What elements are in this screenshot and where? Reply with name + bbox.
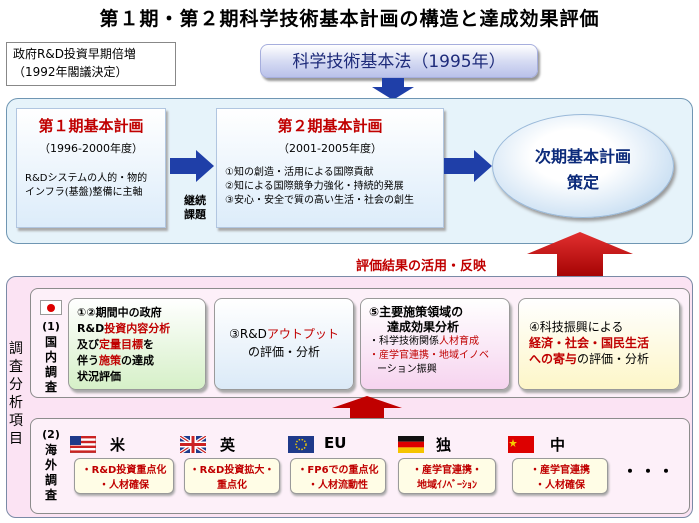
text: アウトプット	[266, 327, 339, 341]
plan1-box: 第１期基本計画 （1996-2000年度） R&Dシステムの人的・物的 インフラ…	[16, 108, 166, 228]
text: 施策	[99, 354, 121, 367]
country-item: ・R&D投資重点化	[81, 465, 167, 476]
country-item: ・FP6での重点化	[297, 465, 379, 476]
next-plan-line: 策定	[566, 173, 599, 192]
box-line: 達成効果分析	[387, 320, 460, 334]
box-line: 及び定量目標を	[77, 337, 197, 353]
text: への寄与	[529, 352, 578, 366]
eu-flag-icon	[288, 436, 314, 453]
up-arrow-icon	[332, 396, 402, 420]
note-box: 政府R&D投資早期倍増 （1992年閣議決定）	[6, 42, 176, 86]
country-box-china: ・産学官連携 ・人材確保	[512, 458, 608, 494]
law-box: 科学技術基本法（1995年）	[260, 44, 538, 78]
plan2-body-line: ③安心・安全で質の高い生活・社会の創生	[225, 195, 414, 206]
germany-flag-icon	[398, 436, 424, 453]
plan2-title: 第２期基本計画	[277, 117, 383, 135]
box-line: の評価・分析	[247, 345, 320, 359]
box-line: 状況評価	[77, 370, 121, 383]
plan2-body-line: ②知による国際競争力強化・持続的発展	[225, 181, 404, 192]
country-box-eu: ・FP6での重点化 ・人材流動性	[290, 458, 386, 494]
country-item: ・人材確保	[535, 480, 585, 491]
next-plan-line: 次期基本計画	[534, 147, 631, 166]
box-line: ①②期間中の政府	[77, 306, 162, 319]
country-name-eu: EU	[324, 434, 347, 452]
box-line: ・科学技術関係人材育成	[369, 335, 501, 349]
country-box-usa: ・R&D投資重点化 ・人材確保	[74, 458, 174, 494]
box-line: ・産学官連携・地域イノベ	[369, 350, 489, 361]
domestic-label: (1) 国内調査	[42, 320, 60, 395]
side-label: 調査分析項目	[9, 341, 23, 447]
country-name-china: 中	[550, 436, 566, 454]
text: ・科学技術関係	[369, 336, 439, 347]
evaluation-label: 評価結果の活用・反映	[356, 259, 487, 274]
country-item: ・産学官連携	[530, 465, 590, 476]
plan1-body-line: R&Dシステムの人的・物的	[25, 173, 148, 184]
plan2-box: 第２期基本計画 （2001-2005年度） ①知の創造・活用による国際貢献 ②知…	[216, 108, 444, 228]
next-plan-text: 次期基本計画 策定	[492, 144, 674, 196]
text: 定量目標	[99, 338, 143, 351]
plan2-body: ①知の創造・活用による国際貢献 ②知による国際競争力強化・持続的発展 ③安心・安…	[217, 166, 443, 208]
uk-flag-icon	[180, 436, 206, 453]
analysis-box-1: ①②期間中の政府 R&D投資内容分析 及び定量目標を 伴う施策の達成 状況評価	[68, 298, 206, 390]
text: 及び	[77, 338, 99, 351]
domestic-text: 国内調査	[44, 335, 57, 394]
country-item: ・産学官連携・	[412, 465, 482, 476]
country-item: ・R&D投資拡大・	[189, 465, 275, 476]
country-item: ・人材流動性	[308, 480, 368, 491]
country-box-germany: ・産学官連携・ 地域ｲﾉﾍﾞｰｼｮﾝ	[398, 458, 496, 494]
country-item: ・人材確保	[99, 480, 149, 491]
text: の達成	[121, 354, 154, 367]
analysis-box-4: ④科技振興による 経済・社会・国民生活 への寄与の評価・分析	[518, 298, 680, 390]
box-line: への寄与の評価・分析	[529, 351, 671, 367]
box-line: ⑤主要施策領域の	[369, 305, 464, 319]
text: 人材育成	[439, 336, 479, 347]
up-arrow-icon	[527, 232, 633, 280]
country-name-usa: 米	[110, 436, 126, 454]
text: の評価・分析	[577, 352, 650, 366]
usa-flag-icon	[70, 436, 96, 453]
analysis-box-3: ⑤主要施策領域の 達成効果分析 ・科学技術関係人材育成 ・産学官連携・地域イノベ…	[360, 298, 510, 390]
text: を	[143, 338, 154, 351]
plan1-title: 第１期基本計画	[38, 117, 144, 135]
plan1-years: （1996-2000年度）	[39, 142, 143, 155]
keizoku-line: 課題	[184, 208, 206, 221]
japan-flag-icon	[40, 300, 62, 315]
text: 投資内容分析	[104, 322, 171, 335]
plan1-body: R&Dシステムの人的・物的 インフラ(基盤)整備に主軸	[17, 172, 165, 200]
more-ellipsis: ・・・	[622, 462, 677, 481]
text: 伴う	[77, 354, 99, 367]
plan2-years: （2001-2005年度）	[278, 142, 382, 155]
china-flag-icon	[508, 436, 534, 453]
keizoku-line: 継続	[184, 194, 206, 207]
plan2-body-line: ①知の創造・活用による国際貢献	[225, 167, 374, 178]
foreign-label: (2) 海外調査	[42, 428, 60, 503]
country-box-uk: ・R&D投資拡大・ 重点化	[184, 458, 280, 494]
box-line: R&D投資内容分析	[77, 321, 197, 337]
country-item: 地域ｲﾉﾍﾞｰｼｮﾝ	[417, 480, 477, 491]
domestic-num: (1)	[42, 320, 60, 333]
right-arrow-icon	[444, 150, 492, 182]
text: ③R&D	[229, 327, 267, 341]
box-line: 経済・社会・国民生活	[529, 336, 650, 350]
country-name-germany: 独	[436, 436, 452, 454]
box-line: ④科技振興による	[529, 320, 624, 334]
note-line2: （1992年閣議決定）	[13, 65, 128, 79]
box-line: ーション振興	[377, 364, 437, 375]
plan1-body-line: インフラ(基盤)整備に主軸	[25, 187, 143, 198]
down-arrow-icon	[372, 78, 414, 100]
country-name-uk: 英	[220, 436, 236, 454]
page-title: 第１期・第２期科学技術基本計画の構造と達成効果評価	[99, 8, 600, 30]
keizoku-label: 継続 課題	[178, 194, 212, 222]
foreign-num: (2)	[42, 428, 60, 441]
analysis-box-2: ③R&Dアウトプット の評価・分析	[214, 298, 354, 390]
right-arrow-icon	[170, 150, 214, 182]
foreign-text: 海外調査	[44, 443, 57, 502]
text: R&D	[77, 322, 105, 335]
country-item: 重点化	[217, 480, 247, 491]
note-line1: 政府R&D投資早期倍増	[13, 47, 136, 61]
box-line: 伴う施策の達成	[77, 353, 197, 369]
box-line: ③R&Dアウトプット	[215, 325, 353, 343]
next-plan-ellipse	[492, 114, 674, 218]
